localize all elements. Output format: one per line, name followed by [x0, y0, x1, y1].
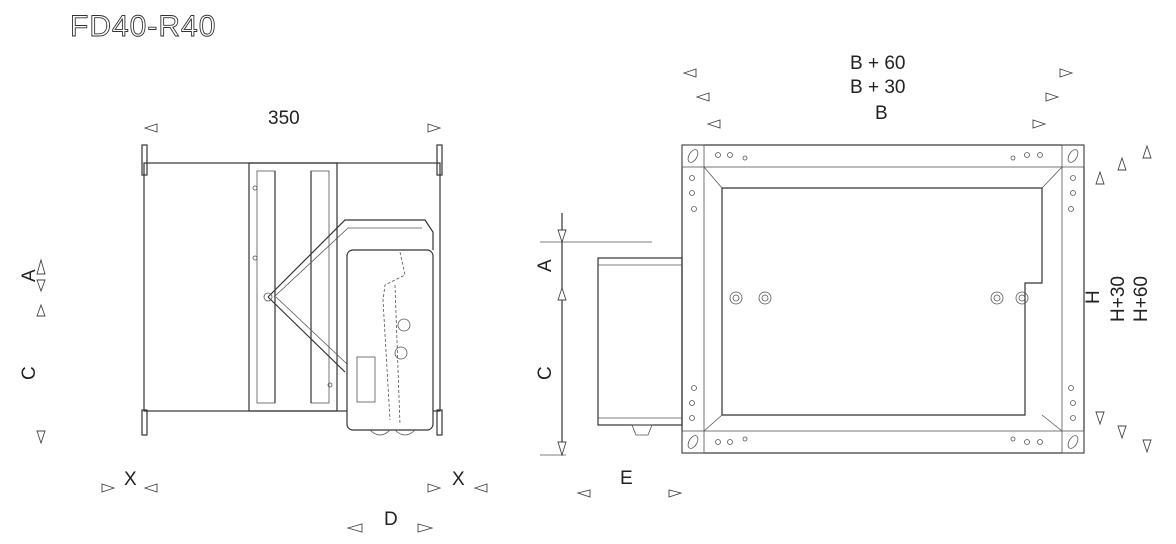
blade-frame-right	[310, 170, 330, 404]
dimension-h-plus-60: H+60	[1131, 276, 1152, 322]
model-title: FD40-R40	[70, 10, 216, 43]
dimension-b: B	[875, 103, 888, 124]
front-view: B + 60 B + 30 B A C E H H+30 H+60	[535, 53, 1152, 498]
pivot-icon	[263, 292, 273, 302]
bolt-holes	[689, 152, 1076, 445]
dimension-d: D	[384, 509, 398, 530]
dimension-h: H	[1083, 290, 1104, 304]
dimension-b-plus-30: B + 30	[850, 77, 905, 98]
dimension-350: 350	[268, 108, 300, 129]
flange-right-bottom	[436, 409, 443, 436]
dimension-x-left: X	[124, 469, 137, 490]
flange-left-bottom	[141, 409, 148, 436]
dimension-a: A	[535, 259, 556, 272]
actuator-arm-upper	[267, 219, 434, 298]
actuator-box	[346, 249, 434, 431]
damper-side-profile	[597, 257, 683, 426]
indicator-icon	[397, 318, 411, 332]
actuator-arm-lower	[267, 296, 346, 373]
damper-casing	[248, 162, 338, 412]
dimension-c: C	[535, 366, 556, 380]
dimension-a: A	[19, 269, 40, 282]
dimension-b-plus-60: B + 60	[850, 53, 905, 74]
actuator-knob-icon	[631, 424, 653, 436]
dimension-x-right: X	[452, 469, 465, 490]
label-plate	[356, 356, 376, 403]
dimension-h-plus-30: H+30	[1108, 276, 1129, 322]
dimension-c: C	[19, 366, 40, 380]
dimension-e: E	[620, 468, 633, 489]
side-view: 350 A C X X D	[19, 108, 488, 533]
blade-frame-left	[256, 170, 276, 404]
indicator-icon	[394, 346, 408, 360]
corner-brackets	[681, 144, 1085, 454]
